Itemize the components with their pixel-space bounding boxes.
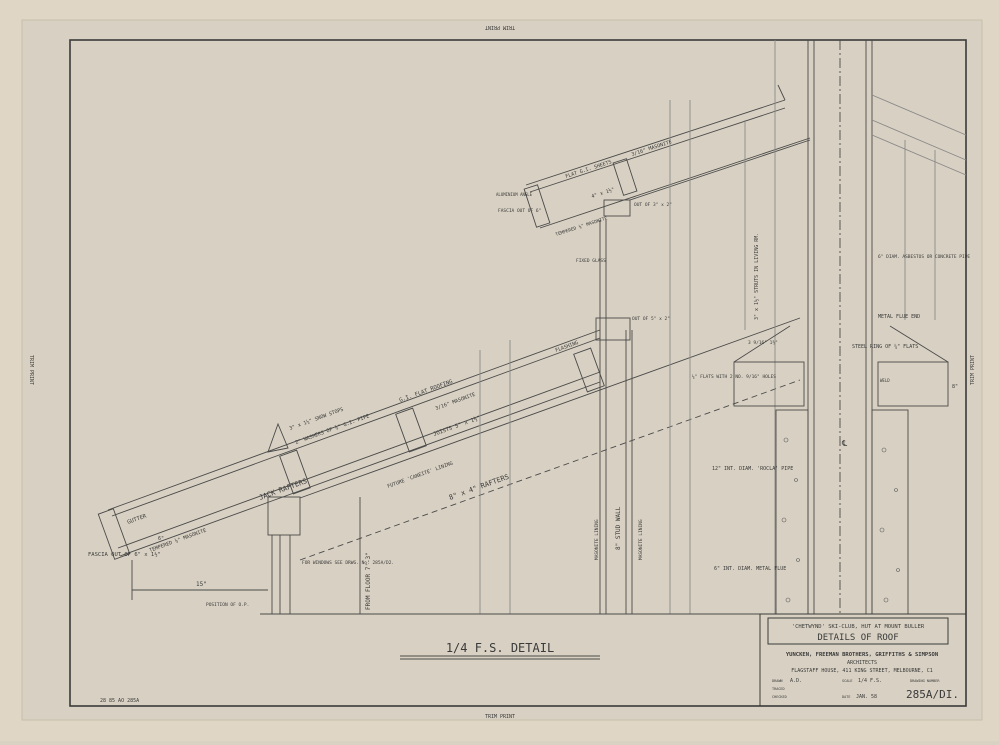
label-metal-flue: 6" INT. DIAM. METAL FLUE xyxy=(714,566,786,572)
rafter-top xyxy=(299,317,801,499)
joist-block-1 xyxy=(279,449,311,495)
scale-value: 1/4 F.S. xyxy=(858,678,882,684)
label-out-of-3x2: OUT OF 3" x 2" xyxy=(634,202,672,208)
wall-head-block xyxy=(595,317,631,341)
linework xyxy=(97,40,967,660)
label-aluminium-angle: ALUMINIUM ANGLE xyxy=(496,192,533,197)
trim-print-bottom: TRIM PRINT xyxy=(485,714,515,720)
eave-tip xyxy=(777,84,786,101)
date-value: JAN. 58 xyxy=(856,694,877,700)
window-head-block xyxy=(603,199,631,217)
upper-roof-top-2 xyxy=(529,107,786,193)
drawing-number-label: DRAWING NUMBER xyxy=(910,679,940,683)
trim-print-right: TRIM PRINT xyxy=(970,355,976,385)
title-block: 'CHETWYND' SKI-CLUB, HUT AT MOUNT BULLER… xyxy=(759,613,967,707)
traced-label: TRACED xyxy=(772,687,785,691)
upper-rafter-line xyxy=(629,139,811,201)
label-masonite-lining-left: MASONITE LINING xyxy=(594,519,600,560)
label-rocla-pipe: 12" INT. DIAM. 'ROCLA' PIPE xyxy=(712,466,793,472)
right-roof-1 xyxy=(871,119,967,161)
label-dim-8: 8" xyxy=(952,384,958,390)
fascia-lower xyxy=(97,508,131,560)
sheet-title: DETAILS OF ROOF xyxy=(817,633,898,643)
label-for-windows: FOR WINDOWS SEE DRWG. No. 285A/D2. xyxy=(302,560,394,566)
firm-name: YUNCKEN, FREEMAN BROTHERS, GRIFFITHS & S… xyxy=(786,652,938,658)
title-box xyxy=(767,617,949,645)
scale-label: SCALE xyxy=(842,679,853,683)
label-dim-6: 6" xyxy=(158,536,164,542)
roof-top-line-2 xyxy=(111,337,601,517)
wall-plate xyxy=(267,496,301,536)
concrete-speckle xyxy=(781,437,900,603)
trim-print-left: TRIM PRINT xyxy=(28,355,34,385)
drawing-number: 285A/DI. xyxy=(906,688,959,701)
upper-joist-block xyxy=(612,158,638,196)
label-fascia-upper: FASCIA OUT OF 6" xyxy=(498,208,541,214)
drawn-label: DRAWN xyxy=(772,679,783,683)
label-steel-ring: STEEL RING OF ¼" FLATS xyxy=(852,344,918,350)
label-centre-mark: ℄ xyxy=(841,439,848,448)
roof-joist-line xyxy=(117,371,601,549)
drawing-title: 1/4 F.S. DETAIL xyxy=(446,641,554,655)
project-name: 'CHETWYND' SKI-CLUB, HUT AT MOUNT BULLER xyxy=(792,624,925,630)
ring-slope-l xyxy=(733,325,791,363)
label-flats-holes: ¼" FLATS WITH 2 NO. 9/16" HOLES xyxy=(692,374,776,380)
title-block-frame xyxy=(759,613,967,707)
label-dim-15: 15" xyxy=(196,581,207,588)
label-masonite-lining-right: MASONITE LINING xyxy=(638,519,644,560)
trim-print-top: TRIM PRINT xyxy=(485,24,515,30)
label-weld: WELD xyxy=(880,378,890,383)
joist-block-2 xyxy=(395,407,427,453)
firm-address: FLAGSTAFF HOUSE, 411 KING STREET, MELBOU… xyxy=(791,668,932,674)
label-bottom-note: 28 85 AO 285A xyxy=(100,698,139,704)
snow-stop-1 xyxy=(267,422,289,453)
flat-left xyxy=(733,361,805,407)
label-position-of-op: POSITION OF O.P. xyxy=(206,602,249,608)
joist-block-3 xyxy=(573,347,605,393)
label-struts: 3" x 1½" STRUTS IN LIVING RM. xyxy=(753,233,760,320)
rafter-bottom xyxy=(299,379,801,561)
upper-roof-bottom xyxy=(539,137,811,229)
checked-label: CHECKED xyxy=(772,695,787,699)
label-out-of-5x2: OUT OF 5" x 2" xyxy=(632,316,670,322)
drawing-border xyxy=(69,39,967,707)
flat-right xyxy=(877,361,949,407)
label-asbestos-pipe: 6" DIAM. ASBESTOS OR CONCRETE PIPE xyxy=(878,254,970,260)
label-metal-flue-end: METAL FLUE END xyxy=(878,314,920,320)
label-fixed-glass: FIXED GLASS xyxy=(576,258,606,264)
paper-inner xyxy=(21,19,983,721)
label-stud-wall: 8" STUD WALL xyxy=(615,506,622,550)
upper-roof-top xyxy=(525,99,786,186)
ring-slope-r xyxy=(889,325,949,363)
right-roof-3 xyxy=(871,94,967,136)
label-fascia-bottom: FASCIA OUT OF 6" x 1½" xyxy=(88,551,161,558)
roof-caneite-line xyxy=(119,381,601,557)
right-roof-2 xyxy=(871,134,967,176)
label-from-floor: FROM FLOOR 7'-3" xyxy=(365,552,372,610)
fascia-upper xyxy=(523,184,551,228)
drawn-value: A.D. xyxy=(790,678,802,684)
date-label: DATE xyxy=(842,695,850,699)
label-dim-3-9-16: 3 9/16" 1½" xyxy=(748,339,778,346)
roof-top-line xyxy=(107,329,601,511)
firm-role: ARCHITECTS xyxy=(847,660,877,666)
